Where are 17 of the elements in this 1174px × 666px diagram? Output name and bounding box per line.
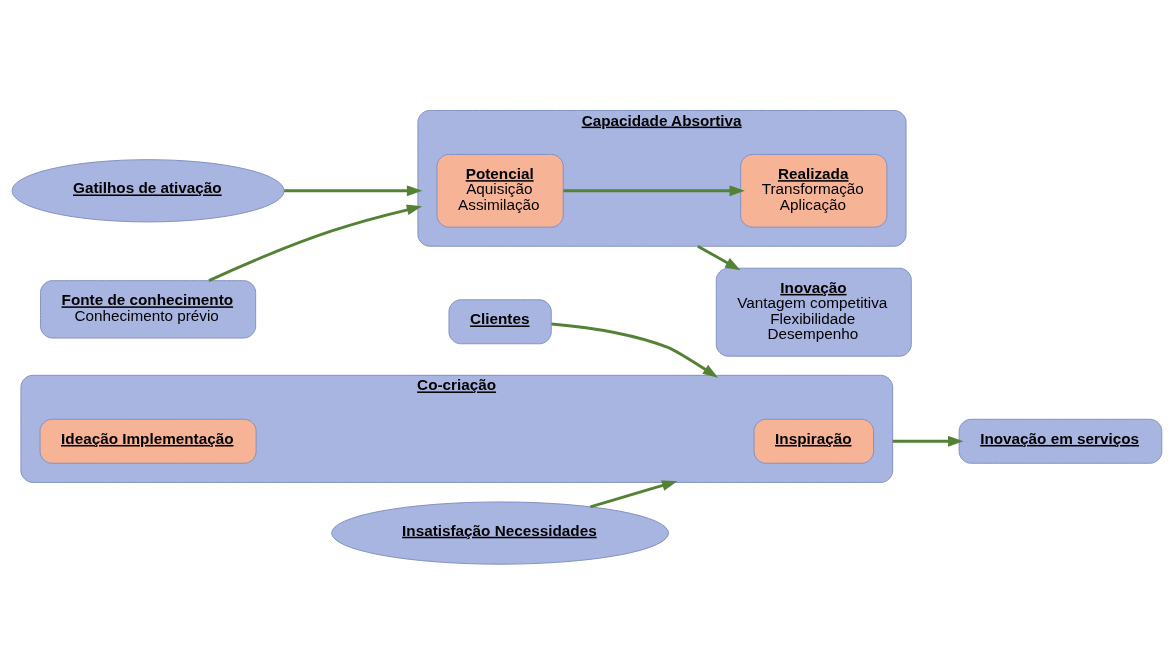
node-box: Clientes: [448, 298, 552, 344]
arrow: [284, 184, 423, 196]
node-ellipse: Gatilhos de ativação: [11, 158, 285, 222]
arrow: [563, 184, 745, 196]
node-box: Potencial Aquisição Assimilação: [436, 153, 564, 228]
arrow: [892, 435, 964, 447]
arrow: [208, 204, 423, 282]
node-box: Inovação em serviços: [958, 418, 1163, 464]
node-box: Inovação Vantagem competitiva Flexibilidade Desempenho: [715, 267, 912, 357]
node-box: Ideação Implementação: [39, 418, 257, 464]
node-ellipse: Insatisfação Necessidades: [331, 500, 669, 565]
arrow: [551, 322, 719, 378]
arrow: [590, 479, 678, 508]
arrow: [697, 244, 741, 270]
node-box: Fonte de conhecimento Conhecimento prévio: [40, 279, 257, 338]
node-box: Inspiração: [753, 418, 875, 464]
node-box: Realizada Transformação Aplicação: [740, 153, 888, 228]
